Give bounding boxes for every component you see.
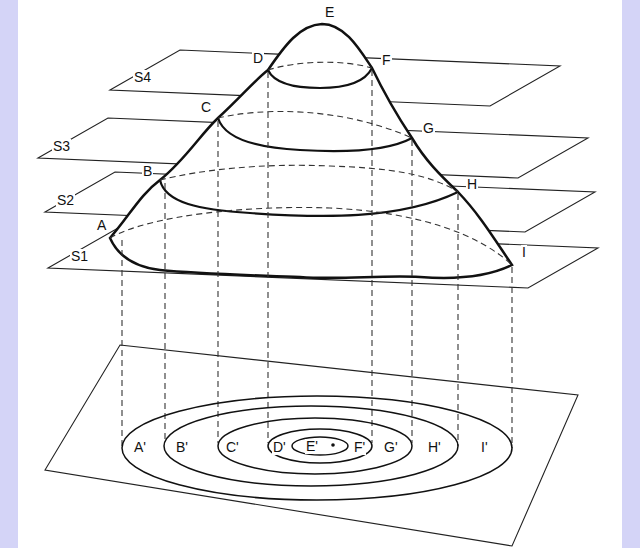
projected-point-label: A' (133, 440, 147, 455)
point-label: S2 (56, 193, 75, 208)
point-label: S4 (133, 70, 152, 85)
projected-point-label: C' (225, 440, 240, 455)
point-label: B (142, 164, 153, 179)
point-label: F (381, 53, 392, 68)
contour-s2 (160, 180, 458, 216)
projection-line (121, 240, 122, 446)
point-label: D (252, 51, 264, 66)
projected-point-label: B' (175, 440, 189, 455)
contour-projection (164, 406, 458, 486)
projected-point-label: H' (427, 440, 442, 455)
projection-line (457, 194, 458, 446)
projection-line (511, 267, 512, 448)
hidden-contour (268, 62, 372, 70)
point-label: E (324, 5, 335, 20)
point-label: A (96, 218, 107, 233)
hidden-contour (110, 207, 512, 265)
contour-s4 (268, 68, 372, 88)
projected-point-label: F' (353, 440, 366, 455)
projected-point-label: G' (383, 440, 399, 455)
projection-line (164, 183, 165, 443)
contour-projection (292, 437, 348, 455)
hidden-contour (218, 111, 412, 138)
summit-dot (331, 443, 335, 447)
hidden-contour (160, 165, 458, 192)
hill-outline (110, 24, 512, 278)
contour-projection (218, 418, 412, 474)
projected-point-label: D' (272, 440, 287, 455)
point-label: S3 (52, 139, 71, 154)
point-label: C (200, 100, 212, 115)
point-label: H (466, 177, 478, 192)
projection-line (411, 140, 412, 443)
point-label: I (521, 245, 527, 260)
point-label: G (422, 121, 435, 136)
contour-s3 (218, 118, 412, 151)
contour-projection (122, 396, 512, 500)
projection-line (217, 121, 218, 443)
projected-point-label: E' (305, 439, 319, 454)
projection-line (267, 72, 268, 443)
projection-line (371, 70, 372, 443)
contour-projection (268, 429, 372, 463)
point-label: S1 (70, 249, 89, 264)
projected-point-label: I' (480, 440, 489, 455)
base-plane (45, 345, 578, 546)
